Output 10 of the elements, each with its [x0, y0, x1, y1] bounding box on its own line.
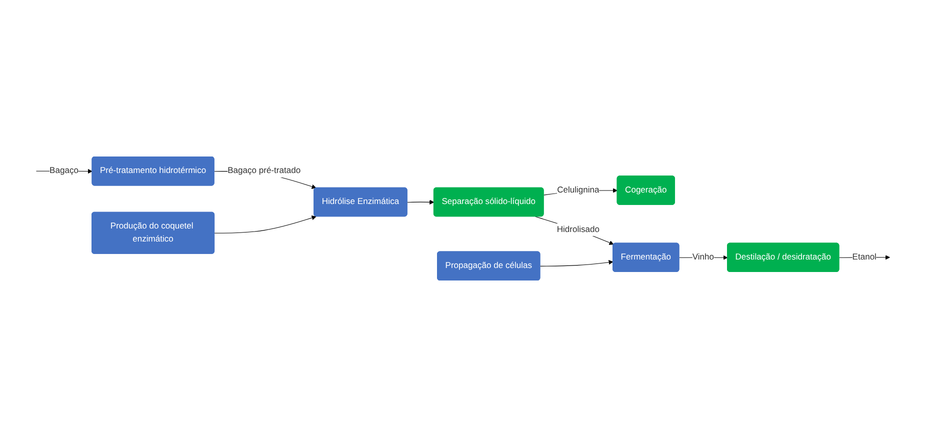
edge-label: Bagaço [50, 166, 78, 176]
edge-label: Bagaço pré-tratado [228, 166, 301, 176]
edge-label: Vinho [692, 252, 714, 262]
edge-label: Etanol [852, 252, 876, 262]
edge-label: Celulignina [557, 185, 600, 195]
arrow [535, 216, 614, 245]
arrow [407, 200, 434, 204]
arrow [540, 260, 614, 266]
arrow [214, 216, 316, 234]
edge-label: Hidrolisado [556, 224, 600, 234]
